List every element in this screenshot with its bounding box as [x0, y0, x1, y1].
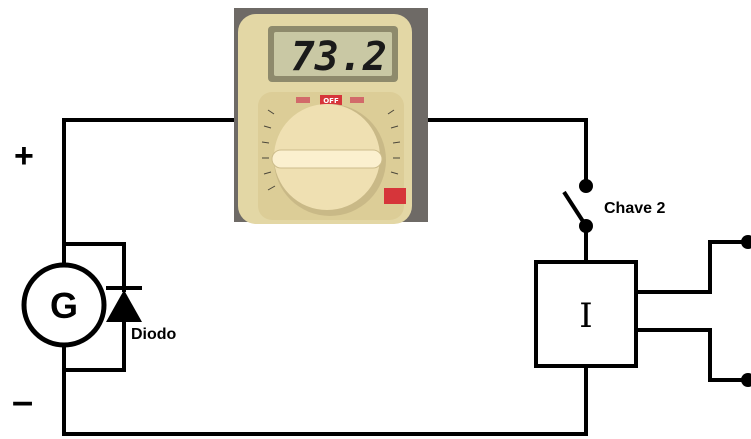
plus-sign: +	[14, 137, 34, 175]
wire-output-top	[634, 240, 751, 294]
wire-output-bottom	[634, 328, 751, 382]
switch-label: Chave 2	[604, 200, 665, 217]
load-box-label: I	[579, 296, 592, 336]
off-marker	[320, 95, 342, 105]
output-terminal-top	[741, 235, 751, 249]
off-label: OFF	[323, 97, 339, 105]
knob-grip	[271, 149, 383, 169]
range-mark-left	[296, 97, 310, 103]
wire-diode-top	[62, 242, 126, 292]
wire-top-right	[424, 118, 588, 188]
load-box	[534, 260, 638, 368]
switch-blade	[562, 190, 588, 228]
display-lcd	[274, 32, 392, 76]
multimeter: 73.2 OFF	[234, 8, 428, 224]
wire-bottom	[62, 364, 588, 436]
display-value: 73.2	[291, 34, 387, 80]
minus-sign: –	[12, 381, 33, 423]
generator: G	[21, 262, 107, 348]
generator-label: G	[50, 285, 78, 326]
switch-icon	[562, 179, 593, 233]
diode-icon	[106, 286, 142, 322]
wire-diode-bottom	[62, 320, 126, 372]
wire-top-left	[62, 118, 238, 246]
output-terminal-bottom	[741, 373, 751, 387]
range-mark-right	[350, 97, 364, 103]
diode-label: Diodo	[131, 326, 177, 343]
generator-circle	[21, 262, 107, 348]
diode-triangle	[106, 290, 142, 322]
switch-contact-top	[579, 179, 593, 193]
fuse-marker	[384, 188, 406, 204]
wires	[62, 118, 751, 436]
dial-ticks	[261, 109, 401, 191]
